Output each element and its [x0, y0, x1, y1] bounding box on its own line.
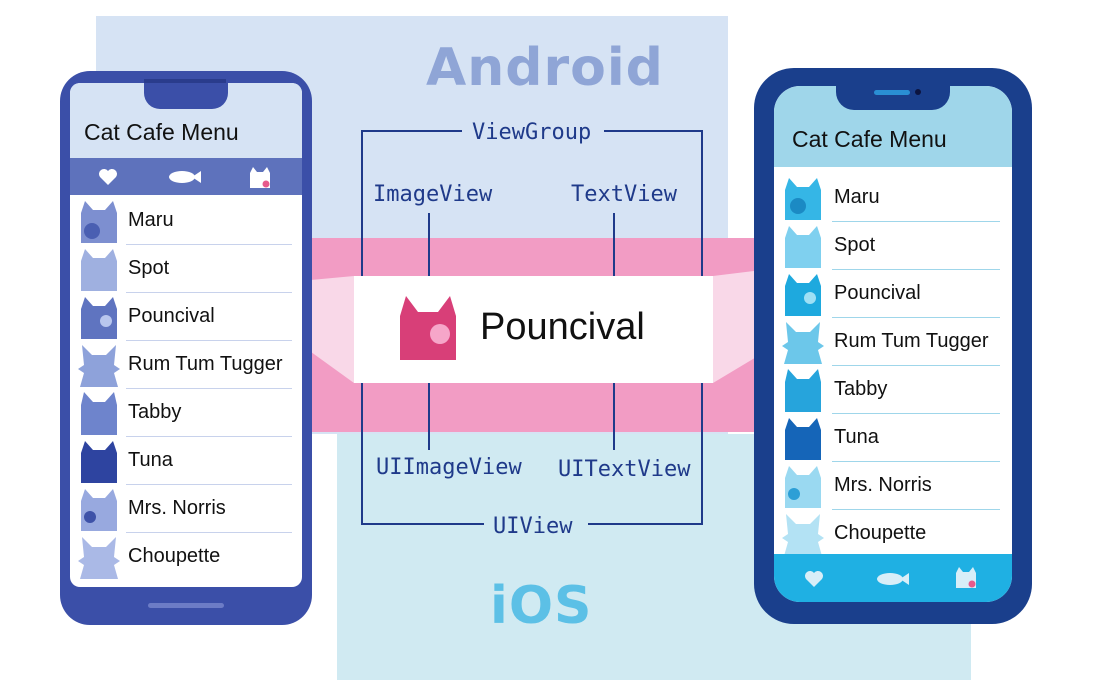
row-separator [832, 317, 1000, 318]
cat-avatar-icon [400, 296, 456, 360]
row-separator [832, 269, 1000, 270]
list-item-name: Mrs. Norris [834, 474, 932, 496]
list-item-name: Maru [128, 209, 174, 231]
list-item-name: Spot [834, 234, 876, 256]
uiview-label: UIView [493, 514, 573, 539]
cat-avatar-icon [78, 439, 120, 483]
list-item[interactable]: Pouncival [774, 270, 1012, 318]
cat-avatar-icon [782, 464, 824, 508]
list-item[interactable]: Tabby [70, 389, 302, 437]
uitextview-label: UITextView [558, 457, 691, 482]
list-item[interactable]: Choupette [774, 510, 1012, 558]
cat-avatar-icon [78, 247, 120, 291]
center-list-item: Pouncival [354, 276, 713, 383]
android-home-bar[interactable] [148, 603, 224, 608]
cat-avatar-icon [78, 535, 120, 579]
list-item-name: Rum Tum Tugger [128, 353, 283, 375]
imageview-label: ImageView [373, 182, 493, 207]
ios-tab-bar [774, 554, 1012, 602]
list-item[interactable]: Choupette [70, 533, 302, 581]
list-item[interactable]: Maru [774, 174, 1012, 222]
ios-label: iOS [490, 576, 593, 636]
heart-icon[interactable] [804, 570, 824, 588]
cat-avatar-icon [78, 199, 120, 243]
list-item-name: Choupette [834, 522, 927, 544]
list-item-name: Choupette [128, 545, 221, 567]
android-label: Android [426, 38, 664, 98]
list-item[interactable]: Rum Tum Tugger [774, 318, 1012, 366]
cat-icon[interactable] [954, 566, 978, 590]
row-separator [126, 340, 292, 341]
row-separator [832, 461, 1000, 462]
cat-avatar-icon [78, 295, 120, 339]
cat-avatar-icon [782, 512, 824, 556]
cat-avatar-icon [78, 343, 120, 387]
list-item-name: Pouncival [834, 282, 921, 304]
row-separator [832, 509, 1000, 510]
row-separator [126, 292, 292, 293]
fish-icon[interactable] [876, 572, 910, 586]
row-separator [832, 413, 1000, 414]
cat-avatar-icon [78, 391, 120, 435]
heart-icon[interactable] [98, 168, 118, 186]
list-item-name: Tabby [128, 401, 182, 423]
list-item-name: Mrs. Norris [128, 497, 226, 519]
viewgroup-label: ViewGroup [472, 120, 592, 145]
list-item-name: Spot [128, 257, 170, 279]
cat-avatar-icon [782, 224, 824, 268]
row-separator [832, 221, 1000, 222]
list-item[interactable]: Maru [70, 197, 302, 245]
uiimageview-label: UIImageView [376, 455, 522, 480]
center-item-name: Pouncival [480, 306, 645, 348]
list-item[interactable]: Pouncival [70, 293, 302, 341]
cat-avatar-icon [782, 320, 824, 364]
list-item[interactable]: Spot [774, 222, 1012, 270]
list-item-name: Maru [834, 186, 880, 208]
row-separator [126, 484, 292, 485]
list-item[interactable]: Mrs. Norris [774, 462, 1012, 510]
ios-camera [915, 89, 921, 95]
row-separator [832, 365, 1000, 366]
list-item-name: Rum Tum Tugger [834, 330, 989, 352]
cat-avatar-icon [782, 176, 824, 220]
ios-speaker [874, 90, 910, 95]
cat-avatar-icon [78, 487, 120, 531]
textview-label: TextView [571, 182, 677, 207]
list-item-name: Tuna [128, 449, 173, 471]
row-separator [126, 388, 292, 389]
cat-icon[interactable] [248, 166, 272, 190]
list-item[interactable]: Tabby [774, 366, 1012, 414]
cat-avatar-icon [782, 416, 824, 460]
row-separator [126, 436, 292, 437]
cat-avatar-icon [782, 272, 824, 316]
fish-icon[interactable] [168, 170, 202, 184]
list-item[interactable]: Tuna [774, 414, 1012, 462]
list-item[interactable]: Spot [70, 245, 302, 293]
ios-app-title: Cat Cafe Menu [792, 126, 947, 152]
list-item[interactable]: Mrs. Norris [70, 485, 302, 533]
cat-avatar-icon [782, 368, 824, 412]
list-item-name: Tabby [834, 378, 888, 400]
android-header-notch [144, 83, 228, 109]
row-separator [126, 244, 292, 245]
list-item[interactable]: Rum Tum Tugger [70, 341, 302, 389]
row-separator [126, 532, 292, 533]
android-tab-bar [70, 158, 302, 195]
list-item-name: Pouncival [128, 305, 215, 327]
list-item-name: Tuna [834, 426, 879, 448]
list-item[interactable]: Tuna [70, 437, 302, 485]
android-app-title: Cat Cafe Menu [84, 119, 239, 145]
